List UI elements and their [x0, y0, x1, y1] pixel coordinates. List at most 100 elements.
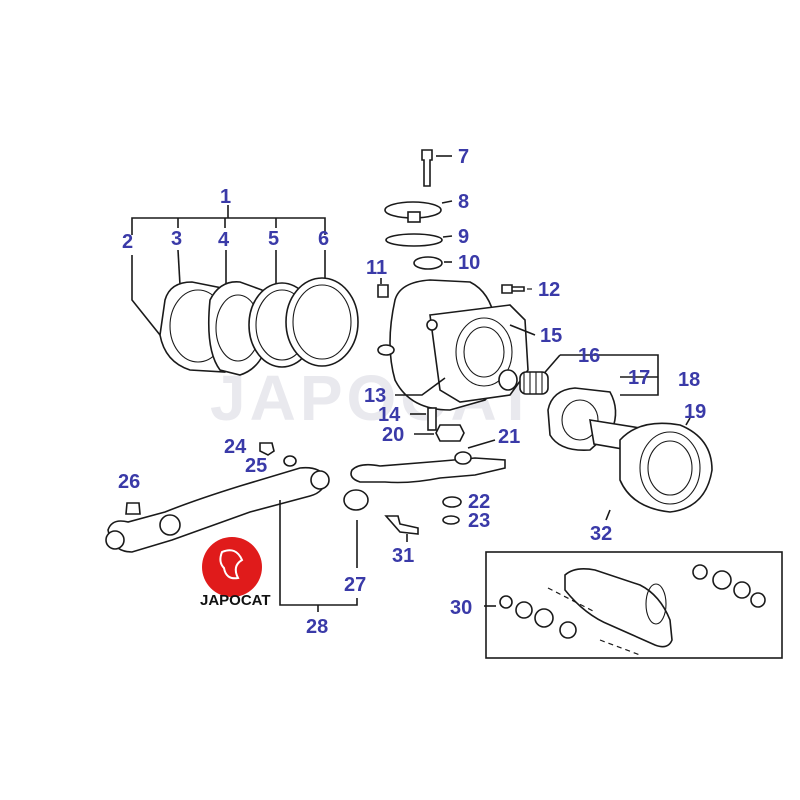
inset-30: [484, 551, 783, 659]
label-6: 6: [318, 228, 329, 250]
arm-bushing-mid: [159, 514, 181, 536]
washer-22: [442, 496, 462, 508]
nut-20: [435, 424, 465, 442]
knuckle-bore: [455, 317, 513, 387]
label-18: 18: [678, 369, 700, 391]
spindle-assembly: [498, 354, 713, 521]
bearing-10: [413, 256, 443, 270]
label-31: 31: [392, 545, 414, 567]
stud-14: [427, 407, 437, 431]
cap-8-boss: [407, 211, 421, 223]
leader-21: [467, 439, 496, 449]
grease-fitting-11: [377, 284, 389, 298]
label-19: 19: [684, 401, 706, 423]
inset-ring-h: [750, 592, 766, 608]
japocat-logo: JAPOCAT: [200, 537, 271, 609]
leader-9: [442, 235, 453, 238]
bearing-17: [519, 371, 549, 395]
label-20: 20: [382, 424, 404, 446]
label-27: 27: [344, 574, 366, 596]
arm-bushing-left: [105, 530, 125, 550]
label-5: 5: [268, 228, 279, 250]
washer-25: [283, 455, 297, 467]
bracket-16-18: [560, 354, 659, 396]
knuckle-bore-inner: [463, 326, 505, 378]
knuckle-stud: [426, 319, 438, 331]
label-15: 15: [540, 325, 562, 347]
bracket-1: [131, 205, 326, 235]
bushing-27: [343, 489, 369, 511]
label-8: 8: [458, 191, 469, 213]
inset-ring-g: [733, 581, 751, 599]
label-24: 24: [224, 436, 247, 458]
label-25: 25: [245, 455, 267, 477]
label-9: 9: [458, 226, 469, 248]
ring-6-inner: [292, 284, 352, 360]
shim-9: [385, 233, 443, 247]
leader-32: [605, 509, 611, 521]
drum-19-core: [647, 440, 693, 496]
drum-19: [619, 422, 713, 513]
bolt-12: [501, 284, 525, 294]
spindle-flange-hole: [561, 399, 599, 441]
pin-23: [442, 515, 460, 525]
bolt-7: [421, 149, 433, 187]
label-3: 3: [171, 228, 182, 250]
inset-ring-e: [692, 564, 708, 580]
label-16: 16: [578, 345, 600, 367]
label-1: 1: [220, 186, 231, 208]
part-group-1-gaskets: [131, 205, 359, 376]
label-32: 32: [590, 523, 612, 545]
arm-bushing-right: [310, 470, 330, 490]
arm-body: [107, 466, 327, 553]
seal-16: [498, 369, 518, 391]
arm-21-stud: [454, 451, 472, 465]
inset-housing: [564, 568, 673, 648]
label-7: 7: [458, 146, 469, 168]
label-2: 2: [122, 231, 133, 253]
nut-24: [259, 442, 275, 456]
label-11: 11: [366, 257, 387, 279]
bolt-31: [384, 515, 419, 535]
steering-arm: [350, 439, 506, 542]
label-10: 10: [458, 252, 480, 274]
ring-6: [285, 277, 359, 367]
leader-2: [131, 255, 161, 336]
label-17: 17: [628, 367, 650, 389]
top-cap-stack: [384, 149, 453, 270]
label-12: 12: [538, 279, 560, 301]
label-30: 30: [450, 597, 472, 619]
logo-circle: [202, 537, 262, 597]
inset-ring-d: [559, 621, 577, 639]
label-21: 21: [498, 426, 520, 448]
label-23: 23: [468, 510, 490, 532]
leader-13: [395, 377, 446, 396]
label-14: 14: [378, 404, 401, 426]
leader-8: [441, 200, 453, 204]
label-4: 4: [218, 229, 230, 251]
label-13: 13: [364, 385, 386, 407]
drum-19-inner: [639, 431, 701, 505]
inset-dashed: [547, 587, 641, 656]
logo-text: JAPOCAT: [200, 592, 271, 609]
logo-emblem: [219, 549, 244, 580]
inset-ring-a: [499, 595, 513, 609]
bearing-17-rollers: [523, 372, 543, 394]
inset-ring-c: [534, 608, 554, 628]
inset-ring-b: [515, 601, 533, 619]
callout-labels: 1 2 3 4 5 6 7 8 9 10 11 12 13 14 15 16 1…: [118, 146, 706, 638]
label-26: 26: [118, 471, 140, 493]
leader-15: [509, 324, 536, 336]
leader-19: [685, 417, 691, 426]
leader-3: [177, 249, 181, 286]
knuckle-housing: [377, 278, 536, 442]
arm-21: [350, 457, 506, 484]
inset-gasket: [645, 583, 667, 625]
label-22: 22: [468, 491, 490, 513]
knuckle-arm-lug: [377, 344, 395, 356]
lower-arm: [105, 442, 369, 612]
inset-ring-f: [712, 570, 732, 590]
nut-26: [125, 502, 141, 515]
